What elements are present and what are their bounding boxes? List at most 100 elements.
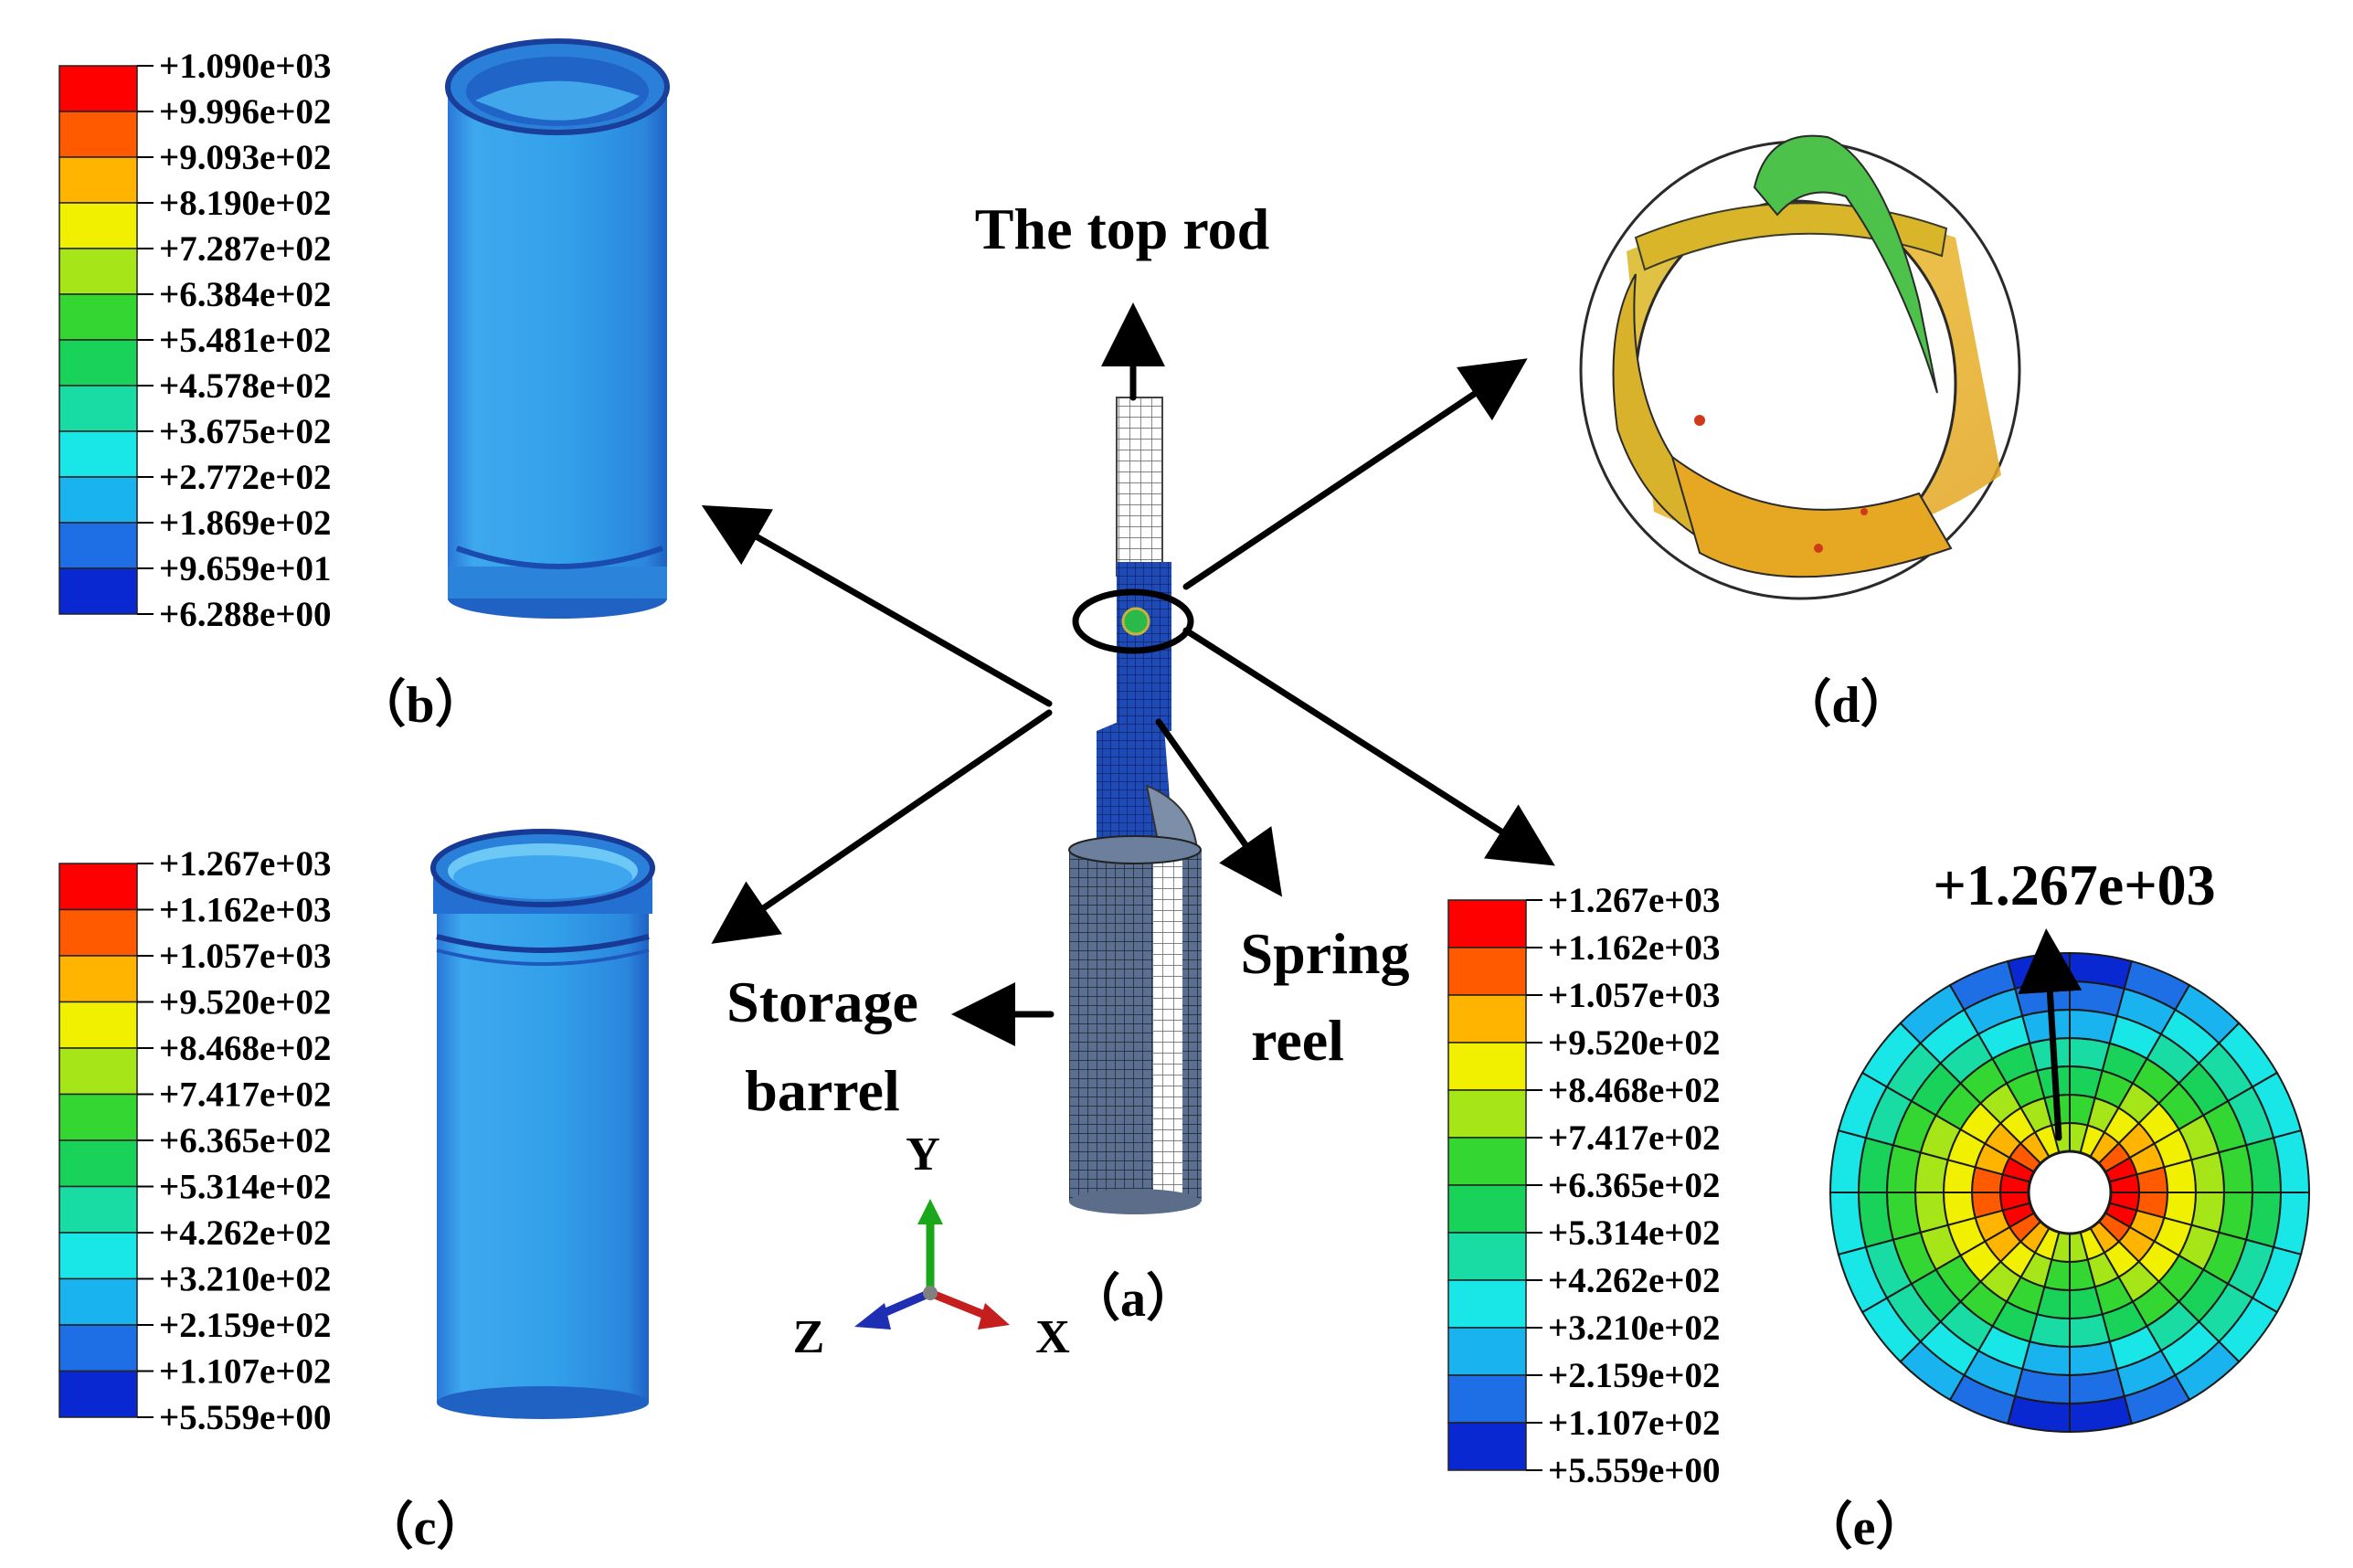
label-spring: Spring bbox=[1241, 921, 1410, 986]
legend-e-swatch bbox=[1447, 1327, 1527, 1376]
arrow-spring-reel bbox=[1155, 718, 1283, 897]
axis-triad: Y X Z bbox=[793, 1128, 1070, 1363]
label-top-rod: The top rod bbox=[975, 196, 1269, 261]
barrel-model-c bbox=[430, 829, 655, 1419]
caption-d: （d） bbox=[1780, 676, 1911, 734]
legend-e-label: +1.162e+03 bbox=[1548, 928, 1721, 968]
legend-b-label: +1.090e+03 bbox=[159, 47, 332, 86]
legend-b-swatch bbox=[58, 476, 138, 524]
label-reel: reel bbox=[1251, 1008, 1344, 1073]
spring-reel-model-d bbox=[1579, 134, 2021, 600]
spring-highlight-ellipse bbox=[1072, 588, 1194, 654]
legend-b-swatch bbox=[58, 202, 138, 249]
legend-e-label: +8.468e+02 bbox=[1548, 1071, 1721, 1110]
legend-b-label: +5.481e+02 bbox=[159, 321, 332, 360]
legend-c-label: +5.314e+02 bbox=[159, 1168, 332, 1207]
legend-b-label: +7.287e+02 bbox=[159, 229, 332, 269]
contour-legend-c: +1.267e+03+1.162e+03+1.057e+03+9.520e+02… bbox=[58, 844, 332, 1437]
legend-b-label: +4.578e+02 bbox=[159, 366, 332, 406]
legend-b-label: +8.190e+02 bbox=[159, 184, 332, 223]
legend-b-label: +3.675e+02 bbox=[159, 412, 332, 451]
legend-e-swatch bbox=[1447, 1374, 1527, 1424]
legend-e-swatch bbox=[1447, 1042, 1527, 1091]
legend-b-swatch bbox=[58, 65, 138, 112]
arrow-max-value bbox=[2018, 928, 2083, 1141]
legend-b-swatch bbox=[58, 522, 138, 569]
legend-e-label: +4.262e+02 bbox=[1548, 1261, 1721, 1300]
legend-c-label: +6.365e+02 bbox=[159, 1121, 332, 1160]
axis-label-x: X bbox=[1035, 1311, 1070, 1363]
legend-b-label: +1.869e+02 bbox=[159, 503, 332, 543]
contour-legend-e: +1.267e+03 +1.162e+03 +1.057e+03 +9.520e+02… bbox=[1447, 881, 1721, 1490]
label-storage: Storage bbox=[726, 969, 918, 1034]
legend-c-label: +8.468e+02 bbox=[159, 1029, 332, 1068]
contour-legend-b: +1.090e+03 +9.996e+02 +9.093e+02 +8.190e+02… bbox=[58, 47, 332, 634]
legend-c-swatch bbox=[58, 1324, 138, 1372]
legend-b-swatch bbox=[58, 156, 138, 204]
legend-c-swatch bbox=[58, 1370, 138, 1418]
legend-c-label: +7.417e+02 bbox=[159, 1075, 332, 1115]
legend-e-swatch bbox=[1447, 899, 1527, 948]
legend-c-swatch bbox=[58, 1185, 138, 1234]
label-barrel: barrel bbox=[745, 1058, 899, 1123]
legend-c-label: +9.520e+02 bbox=[159, 983, 332, 1022]
legend-c-label: +5.559e+00 bbox=[159, 1398, 332, 1437]
legend-c-swatch bbox=[58, 1139, 138, 1188]
legend-e-swatch bbox=[1447, 1232, 1527, 1281]
arrow-to-b bbox=[701, 505, 1053, 707]
legend-b-swatch bbox=[58, 293, 138, 341]
legend-b-label: +9.093e+02 bbox=[159, 138, 332, 177]
arrow-to-d bbox=[1182, 358, 1528, 590]
legend-c-swatch bbox=[58, 1047, 138, 1096]
disc-center-hole bbox=[2027, 1150, 2113, 1235]
legend-e-swatch bbox=[1447, 947, 1527, 996]
legend-c-swatch bbox=[58, 1232, 138, 1280]
arrow-to-c bbox=[711, 709, 1053, 944]
legend-c-label: +2.159e+02 bbox=[159, 1306, 332, 1345]
caption-b: （b） bbox=[355, 676, 485, 734]
legend-e-label: +3.210e+02 bbox=[1548, 1308, 1721, 1348]
caption-a: （a） bbox=[1069, 1270, 1197, 1328]
legend-e-swatch bbox=[1447, 1184, 1527, 1234]
label-max-value: +1.267e+03 bbox=[1933, 853, 2215, 917]
legend-c-swatch bbox=[58, 863, 138, 911]
legend-b-swatch bbox=[58, 111, 138, 158]
legend-b-swatch bbox=[58, 248, 138, 295]
disc-element bbox=[2190, 1151, 2226, 1193]
legend-b-label: +6.384e+02 bbox=[159, 275, 332, 314]
legend-e-label: +7.417e+02 bbox=[1548, 1118, 1721, 1158]
legend-e-label: +5.314e+02 bbox=[1548, 1213, 1721, 1253]
caption-c: （c） bbox=[363, 1499, 488, 1556]
legend-b-swatch bbox=[58, 430, 138, 478]
legend-e-label: +5.559e+00 bbox=[1548, 1451, 1721, 1490]
legend-c-swatch bbox=[58, 1093, 138, 1141]
legend-b-label: +9.996e+02 bbox=[159, 92, 332, 132]
legend-e-label: +2.159e+02 bbox=[1548, 1356, 1721, 1395]
axis-label-y: Y bbox=[906, 1128, 940, 1181]
legend-c-label: +1.162e+03 bbox=[159, 891, 332, 930]
legend-e-swatch bbox=[1447, 1279, 1527, 1329]
legend-c-label: +1.107e+02 bbox=[159, 1352, 332, 1392]
legend-e-swatch bbox=[1447, 1422, 1527, 1471]
assembly-model-a bbox=[1068, 397, 1202, 1214]
disc-element bbox=[2029, 1036, 2071, 1072]
legend-c-label: +1.057e+03 bbox=[159, 937, 332, 976]
legend-e-label: +1.057e+03 bbox=[1548, 976, 1721, 1015]
legend-c-swatch bbox=[58, 1277, 138, 1326]
legend-e-label: +6.365e+02 bbox=[1548, 1166, 1721, 1205]
legend-e-label: +1.107e+02 bbox=[1548, 1404, 1721, 1443]
disc-element bbox=[1913, 1192, 1949, 1234]
caption-e: （e） bbox=[1802, 1499, 1927, 1556]
x-axis-arrow bbox=[928, 1288, 993, 1322]
legend-e-swatch bbox=[1447, 1137, 1527, 1186]
legend-b-label: +2.772e+02 bbox=[159, 458, 332, 497]
legend-c-swatch bbox=[58, 908, 138, 957]
legend-c-swatch bbox=[58, 1001, 138, 1049]
legend-b-swatch bbox=[58, 567, 138, 615]
legend-e-label: +1.267e+03 bbox=[1548, 881, 1721, 920]
legend-e-label: +9.520e+02 bbox=[1548, 1023, 1721, 1063]
legend-b-label: +9.659e+01 bbox=[159, 549, 332, 588]
disc-element bbox=[2069, 1313, 2111, 1349]
callout-arrows bbox=[701, 302, 2083, 1141]
legend-e-swatch bbox=[1447, 1089, 1527, 1139]
